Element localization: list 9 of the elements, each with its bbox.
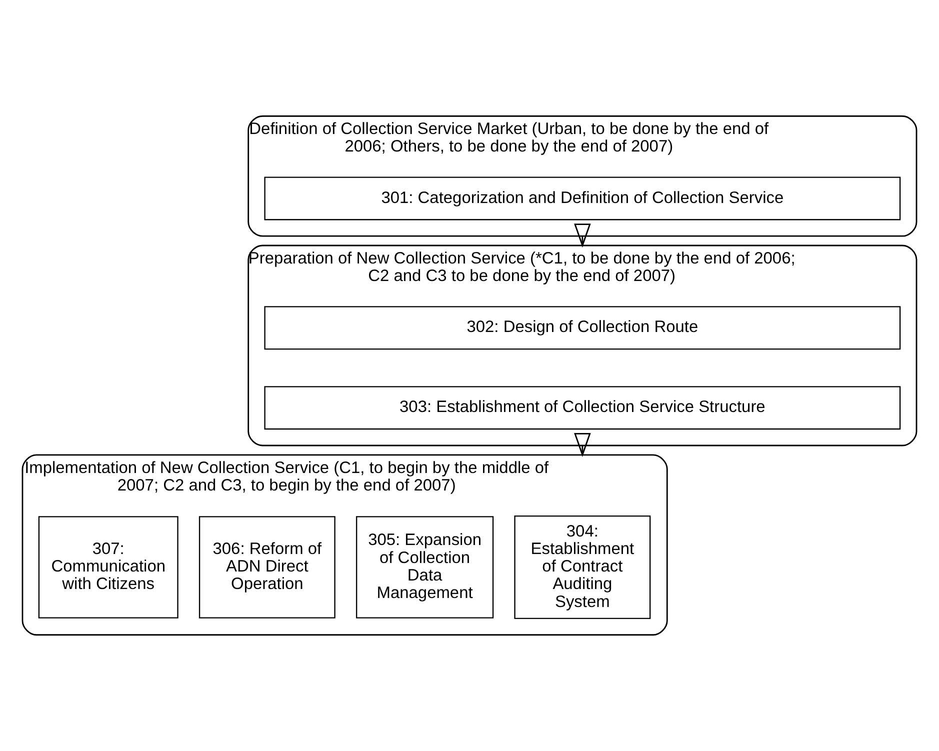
node-box: 304: Establishment of Contract Auditing System — [514, 515, 651, 619]
node-box: 301: Categorization and Definition of Collection Service — [264, 176, 901, 220]
node-box: 307: Communication with Citizens — [38, 516, 178, 618]
arrow — [574, 224, 591, 248]
arrow — [574, 433, 591, 458]
node-box: 303: Establishment of Collection Service Structure — [264, 386, 901, 430]
node-box: 305: Expansion of Collection Data Management — [356, 516, 494, 618]
node-box: 306: Reform of ADN Direct Operation — [198, 516, 336, 618]
node-box: 302: Design of Collection Route — [264, 306, 901, 350]
